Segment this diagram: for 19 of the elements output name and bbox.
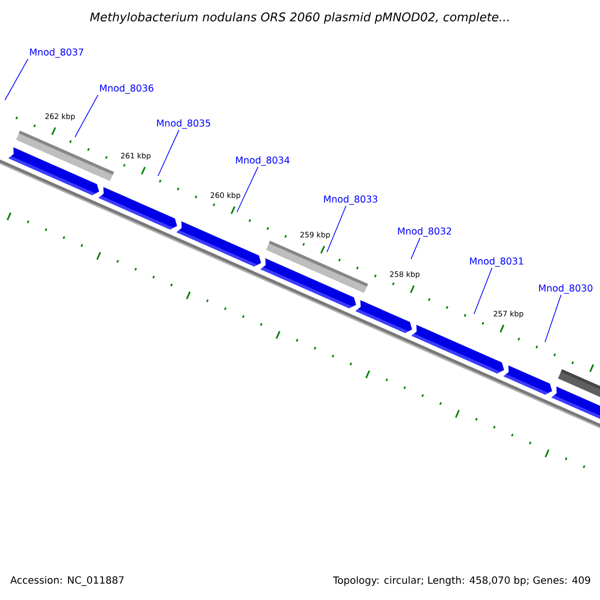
gene-label: Mnod_8030 bbox=[539, 284, 592, 294]
gene-label: Mnod_8037 bbox=[30, 48, 84, 58]
gene-label: Mnod_8033 bbox=[324, 195, 378, 205]
leader-line bbox=[410, 238, 420, 260]
gene-label: Mnod_8032 bbox=[398, 227, 452, 237]
footer-text: Topology: circular; Length: 458,070 bp; Genes: 409 bbox=[332, 576, 590, 586]
title: Methylobacterium nodulans ORS 2060 plasmid pMNOD02, complete... bbox=[90, 12, 509, 24]
leader-line bbox=[236, 166, 258, 212]
gene-label: Mnod_8031 bbox=[470, 257, 524, 267]
footer-text: Accession: NC_011887 bbox=[10, 576, 124, 586]
leader-line bbox=[544, 294, 562, 342]
gene-label: Mnod_8036 bbox=[100, 84, 154, 94]
leader-line bbox=[474, 268, 492, 314]
leader-line bbox=[326, 206, 346, 252]
leader-line bbox=[158, 130, 180, 176]
gene-label: Mnod_8035 bbox=[157, 119, 210, 129]
gene-label: Mnod_8034 bbox=[236, 156, 290, 166]
leader-line bbox=[74, 94, 98, 138]
leader-line bbox=[4, 58, 28, 100]
